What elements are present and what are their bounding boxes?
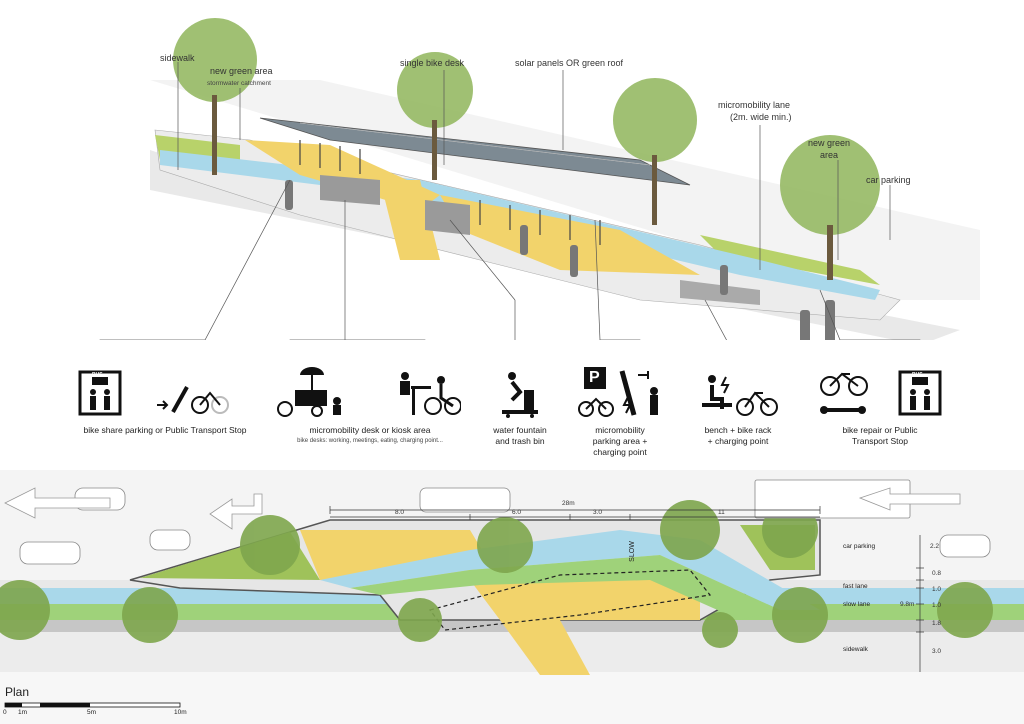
lane-car-parking: car parking <box>843 543 876 550</box>
width-slow: 1.0 <box>932 602 942 609</box>
label-new-green-area-left: new green area <box>210 66 273 76</box>
solar-canopy <box>259 117 691 186</box>
lane-fast: fast lane <box>843 583 868 590</box>
plan-cars <box>19 479 991 565</box>
charging-icon <box>619 370 658 416</box>
bench-icon <box>702 375 732 409</box>
legend-caption-3-line2: and trash bin <box>495 436 545 446</box>
axonometric-drawing <box>99 18 980 340</box>
legend-caption-4-line2: parking area + <box>592 436 648 446</box>
width-car-parking: 2.2 <box>930 543 940 550</box>
plan-dimension-lines <box>329 506 924 672</box>
bench-block <box>680 280 760 305</box>
bus-sign-text: BUS <box>92 372 103 378</box>
trees <box>173 18 880 280</box>
axonometric-view: sidewalk new green area stormwater catch… <box>0 0 1024 340</box>
legend-caption-5-line1: bench + bike rack <box>704 425 772 435</box>
bike-racks <box>299 140 601 245</box>
legend-caption-3: water fountain and trash bin <box>470 425 570 447</box>
legend-caption-4-line3: charging point <box>593 447 647 457</box>
bike-rack-icon <box>736 391 778 416</box>
plan-arrows <box>4 487 961 530</box>
scale-tick-1: 1m <box>18 709 28 716</box>
lane-sidewalk: sidewalk <box>843 646 868 653</box>
legend-caption-5: bench + bike rack + charging point <box>688 425 788 447</box>
label-new-green-right-1: new green <box>808 138 851 148</box>
label-micromobility-lane: micromobility lane <box>718 100 791 110</box>
bus-sign-text-2: BUS <box>912 372 923 378</box>
label-micromobility-lane-width: (2m. wide min.) <box>730 112 792 122</box>
width-buffer: 0.8 <box>932 570 942 577</box>
label-new-green-right-2: area <box>820 150 839 160</box>
plan-trees <box>0 500 993 648</box>
legend-caption-2-main: micromobility desk or kiosk area <box>309 425 431 435</box>
label-car-parking: car parking <box>866 175 911 185</box>
legend-caption-2: micromobility desk or kiosk area bike de… <box>270 425 470 447</box>
green-strip-right <box>700 235 880 285</box>
legend-caption-6-line1: bike repair or Public <box>842 425 918 435</box>
people <box>285 180 835 340</box>
label-single-bike-desk: single bike desk <box>400 58 465 68</box>
lane-slow: slow lane <box>843 601 871 608</box>
canopy-line <box>299 122 651 166</box>
parking-letter: P <box>589 369 600 386</box>
leader-lines <box>99 62 921 340</box>
width-curb: 1.8 <box>932 620 942 627</box>
plan-view: Plan 0 1m 5m 10m 28m 8.0 6.0 3.0 11 SLOW… <box>0 470 1024 724</box>
legend-caption-6-line2: Transport Stop <box>852 436 908 446</box>
width-fast: 1.0 <box>932 586 942 593</box>
legend-caption-4: micromobility parking area + charging po… <box>570 425 670 458</box>
legend: BUS bike share parking or Public Transpo… <box>0 365 1024 465</box>
label-stormwater: stormwater catchment <box>207 80 271 87</box>
label-sidewalk: sidewalk <box>160 53 195 63</box>
plan-yellow-crossing <box>500 620 590 675</box>
dim-seg-2: 6.0 <box>512 509 522 516</box>
bike-repair-icon <box>820 372 868 414</box>
total-width: 9.8m <box>900 601 915 608</box>
plan-title: Plan <box>5 685 30 699</box>
bike-share-icon <box>157 386 229 414</box>
kiosk-block <box>320 175 380 205</box>
plan-drawing <box>0 470 1024 724</box>
parking-icon <box>578 367 614 417</box>
kiosk-cart-icon <box>277 367 341 417</box>
dim-seg-4: 11 <box>718 509 725 516</box>
plan-dashed-zone <box>428 569 712 631</box>
legend-caption-4-line1: micromobility <box>595 425 645 435</box>
water-fountain-icon <box>502 372 538 418</box>
desk-block <box>425 200 470 235</box>
plan-building-edge <box>0 672 1024 724</box>
legend-caption-5-line2: + charging point <box>707 436 769 446</box>
legend-caption-6: bike repair or Public Transport Stop <box>820 425 940 447</box>
slow-marking: SLOW <box>628 541 636 562</box>
label-solar-panels: solar panels OR green roof <box>515 58 624 68</box>
scale-tick-10: 10m <box>174 709 187 716</box>
legend-caption-1: bike share parking or Public Transport S… <box>83 425 247 435</box>
bus-stop-icon <box>78 370 122 416</box>
width-sidewalk: 3.0 <box>932 648 942 655</box>
plan-scale-bar <box>4 702 181 708</box>
scale-tick-5: 5m <box>87 709 97 716</box>
dim-seg-1: 8.0 <box>395 509 405 516</box>
legend-caption-3-line1: water fountain <box>493 425 547 435</box>
legend-caption-2-sub: bike desks: working, meetings, eating, c… <box>297 438 443 444</box>
scale-tick-0: 0 <box>3 709 7 716</box>
dim-seg-3: 3.0 <box>593 509 603 516</box>
bike-desk-icon <box>400 372 461 415</box>
bus-stop-icon-2 <box>898 370 942 416</box>
dim-total: 28m <box>562 500 575 507</box>
plan-sidewalk <box>0 632 1024 672</box>
